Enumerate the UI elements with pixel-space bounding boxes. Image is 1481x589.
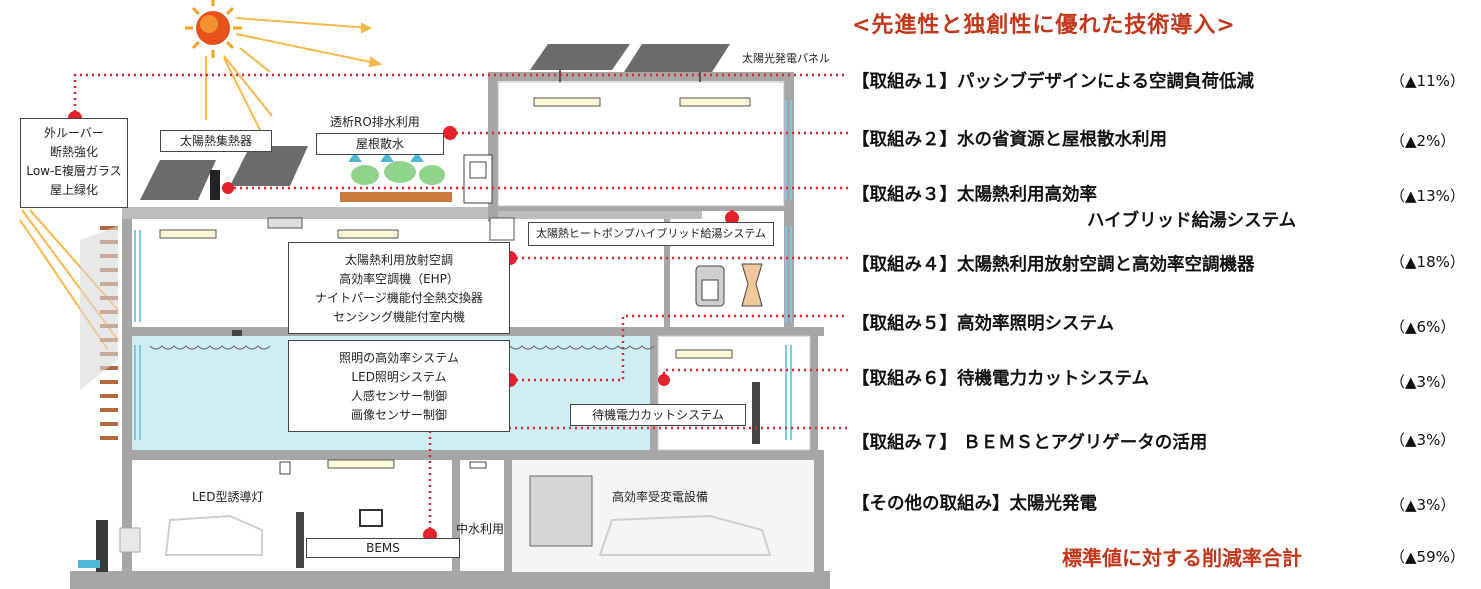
hvac-box: 太陽熱利用放射空調 高効率空調機（EHP） ナイトパージ機能付全熱交換器 センシ… [288,242,510,334]
initiative-4-reduction: （▲18%） [1390,253,1465,271]
roof-sprinkle-icon [340,152,452,202]
sun-icon [185,0,242,58]
ceiling-lights [159,97,751,469]
initiative-6-title: 【取組み６】待機電力カットシステム [852,369,1149,389]
guide-light-icon [279,461,291,475]
lighting-line: LED照明システム [351,370,447,384]
heat-pump-units [695,263,763,307]
rooftop-unit [463,154,493,204]
initiative-other-title: 【その他の取組み】太陽光発電 [852,494,1097,514]
initiative-4-title: 【取組み４】太陽熱利用放射空調と高効率空調機器 [852,255,1255,275]
bems-monitor-icon [359,509,383,527]
leader-lines [73,73,848,535]
initiative-5-title: 【取組み５】高効率照明システム [852,314,1114,334]
initiative-3-reduction: （▲13%） [1390,187,1465,205]
passive-line: Low-E複層ガラス [26,164,122,178]
lighting-line: 照明の高効率システム [339,351,459,365]
passive-line: 外ルーバー [44,126,104,140]
hvac-line: センシング機能付室内機 [332,310,465,324]
hvac-line: ナイトパージ機能付全熱交換器 [315,291,483,305]
pole [96,520,108,572]
initiative-6-reduction: （▲3%） [1390,373,1456,391]
total-value: （▲59%） [1390,548,1465,566]
lighting-line: 画像センサー制御 [350,408,447,422]
standby-label: 待機電力カットシステム [570,404,746,426]
ground-floor-objects [164,514,772,556]
hvac-line: 高効率空調機（EHP） [339,272,459,286]
roof-sprinkle-label: 屋根散水 [316,133,444,155]
initiative-1-title: 【取組み１】パッシブデザインによる空調負荷低減 [852,72,1254,92]
lighting-line: 人感センサー制御 [350,389,447,403]
person-figure [296,512,304,568]
lighting-box: 照明の高効率システム LED照明システム 人感センサー制御 画像センサー制御 [288,340,510,432]
initiative-2-reduction: （▲2%） [1390,132,1456,150]
initiative-2-title: 【取組み２】水の省資源と屋根散水利用 [852,130,1167,150]
plant [119,527,141,553]
solar-panel-label: 太陽光発電パネル [742,52,830,65]
initiative-other-reduction: （▲3%） [1390,496,1456,514]
initiative-3-title-line2: ハイブリッド給湯システム [1087,211,1297,231]
heading: <先進性と独創性に優れた技術導入> [852,13,1236,38]
solar-collector-icon [140,146,308,200]
passive-line: 屋上緑化 [49,183,98,197]
ro-water-label: 透析RO排水利用 [330,115,420,129]
bems-label: BEMS [306,538,460,558]
substation-icon [529,475,593,547]
led-guide-label: LED型誘導灯 [192,490,264,504]
initiative-7-title: 【取組み７】 ＢＥＭＳとアグリゲータの活用 [852,433,1208,453]
solar-collector-label: 太陽熱集熱器 [160,130,272,152]
water-outlet [78,560,100,568]
passive-design-box: 外ルーバー 断熱強化 Low-E複層ガラス 屋上緑化 [20,118,128,208]
passive-line: 断熱強化 [49,145,98,159]
heat-pump-label: 太陽熱ヒートポンプハイブリッド給湯システム [528,222,774,246]
gray-water-label: 中水利用 [456,522,505,536]
windows [134,100,792,440]
hvac-line: 太陽熱利用放射空調 [344,253,453,267]
substation-label: 高効率受変電設備 [612,490,709,504]
initiative-5-reduction: （▲6%） [1390,318,1456,336]
person-figure-2 [752,382,760,444]
solar-panel-icon [530,44,730,82]
total-label: 標準値に対する削減率合計 [1062,546,1302,570]
initiative-3-title: 【取組み３】太陽熱利用高効率 [852,185,1097,205]
initiative-1-reduction: （▲11%） [1390,72,1465,90]
initiative-7-reduction: （▲3%） [1390,431,1456,449]
